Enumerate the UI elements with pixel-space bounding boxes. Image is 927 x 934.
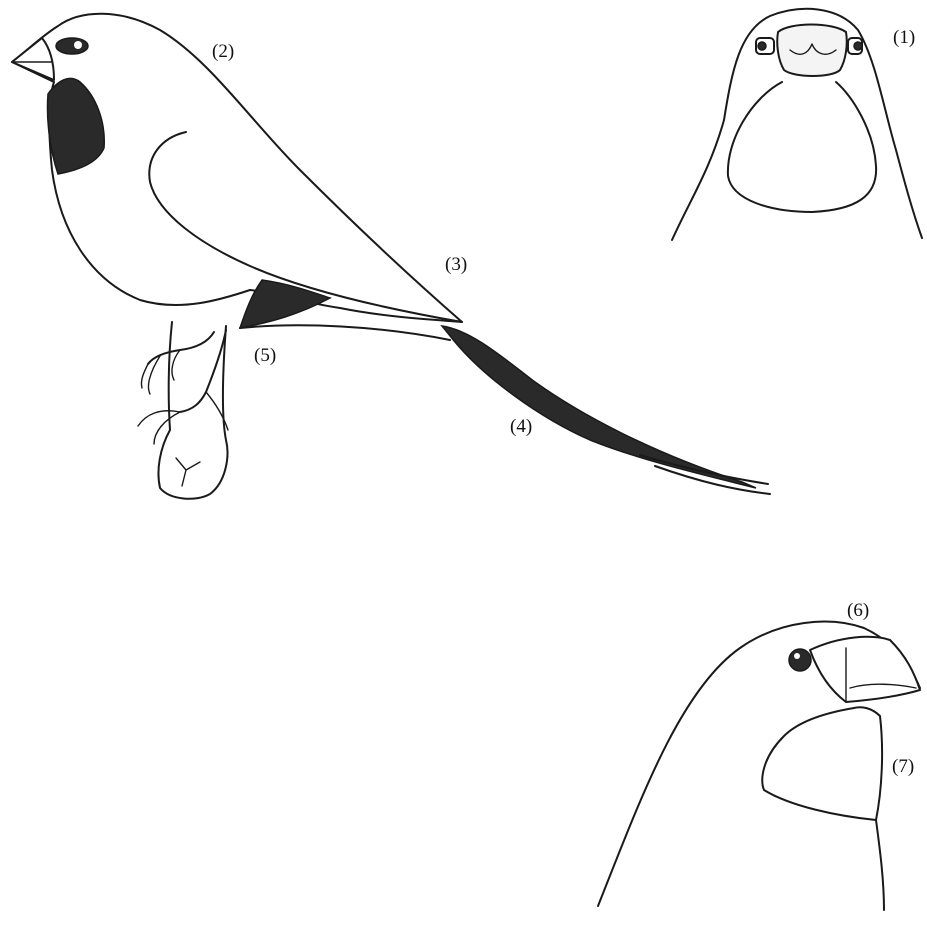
front-eye-left-pupil — [758, 42, 766, 50]
bird-side-view — [12, 14, 770, 499]
undertail-line — [240, 325, 450, 340]
tail-dark-band — [442, 326, 756, 488]
head-eye — [789, 649, 811, 671]
eye-highlight — [74, 41, 82, 49]
tail-streamer-lower — [655, 466, 770, 494]
label-5: (5) — [254, 345, 276, 366]
head-beak — [810, 637, 920, 702]
label-7: (7) — [892, 756, 914, 777]
eye-patch — [56, 38, 88, 54]
label-1: (1) — [893, 27, 915, 48]
bird-head-view — [598, 622, 920, 910]
label-2: (2) — [212, 41, 234, 62]
bird-front-view — [672, 9, 922, 240]
label-6: (6) — [847, 600, 869, 621]
front-eye-right-pupil — [854, 42, 862, 50]
head-cheek-patch — [762, 707, 882, 820]
head-eye-highlight — [794, 653, 800, 659]
label-4: (4) — [510, 416, 532, 437]
label-3: (3) — [445, 254, 467, 275]
front-throat-patch — [728, 82, 876, 212]
head-neck-line — [876, 820, 884, 910]
